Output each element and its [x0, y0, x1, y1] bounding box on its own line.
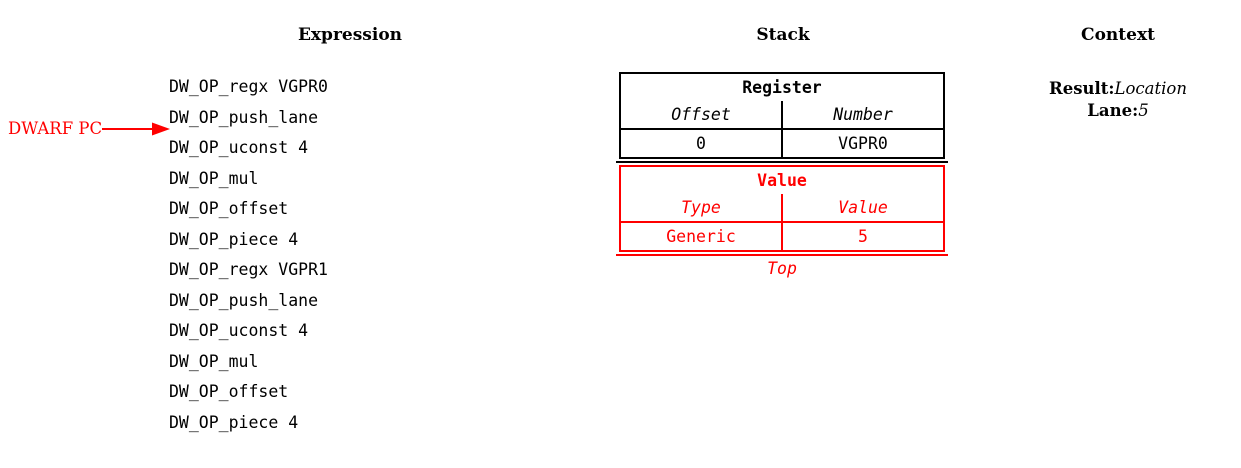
column-heading-stack: Stack	[756, 25, 810, 45]
stack-entry-separator	[616, 161, 948, 163]
stack-entry-column-header: Number	[833, 105, 893, 124]
stack-entry-value: 0	[620, 128, 783, 158]
stack-entry-value-row: Generic 5	[620, 221, 944, 251]
expression-line: DW_OP_offset	[169, 382, 289, 401]
context-row-lane: Lane:5	[918, 100, 1241, 122]
arrow-right-icon	[102, 122, 171, 136]
stack-entry-column-header-row: Offset Number	[620, 101, 944, 129]
stack-entry-value: 5	[782, 221, 944, 251]
expression-line: DW_OP_regx VGPR1	[169, 260, 328, 279]
stack-entry-value-row: 0 VGPR0	[620, 128, 944, 158]
stack-entry-column-header: Offset	[620, 101, 783, 129]
stack-entry-value: Generic	[620, 221, 783, 251]
expression-line: DW_OP_push_lane	[169, 290, 319, 310]
stack-entry-column-header: Type	[620, 194, 783, 222]
stack-entry-column-header-row: Type Value	[620, 194, 944, 222]
context-value: Location	[1114, 79, 1187, 98]
expression-line: DW_OP_offset	[169, 199, 289, 218]
stack-entry-value: VGPR0	[782, 128, 944, 158]
context-key: Result:	[1049, 79, 1115, 98]
column-heading-expression: Expression	[297, 25, 403, 45]
stack-entry-title-row: Register	[620, 73, 944, 101]
dwarf-pc-marker: DWARF PC	[8, 118, 171, 140]
stack-top-separator	[616, 254, 948, 256]
stack-entry-title: Register	[742, 78, 822, 97]
dwarf-pc-label: DWARF PC	[8, 119, 103, 138]
expression-line: DW_OP_mul	[169, 168, 259, 188]
column-heading-context: Context	[1081, 25, 1155, 45]
expression-line: DW_OP_uconst 4	[169, 138, 309, 157]
expression-line: DW_OP_piece 4	[169, 412, 299, 432]
stack-area: Register Offset Number 0 VGPR0 Value Typ…	[616, 72, 948, 281]
expression-line: DW_OP_push_lane	[169, 107, 319, 127]
stack-entry-value-generic: Value Type Value Generic 5	[619, 165, 945, 252]
context-value: 5	[1138, 101, 1149, 120]
stack-entry-title-row: Value	[620, 166, 944, 194]
expression-list: DW_OP_regx VGPR0 DW_OP_push_lane DW_OP_u…	[169, 72, 328, 438]
context-row-result: Result:Location	[918, 78, 1241, 100]
stack-entry-title: Value	[757, 171, 807, 190]
expression-line: DW_OP_regx VGPR0	[169, 77, 328, 96]
stack-entry-column-header: Value	[838, 198, 888, 217]
expression-line: DW_OP_mul	[169, 351, 259, 371]
stack-entry-register: Register Offset Number 0 VGPR0	[619, 72, 945, 159]
expression-line: DW_OP_uconst 4	[169, 321, 309, 340]
context-key: Lane:	[1087, 101, 1139, 120]
expression-line: DW_OP_piece 4	[169, 229, 299, 249]
stack-top-label: Top	[767, 259, 797, 278]
context-block: Result:Location Lane:5	[918, 78, 1241, 122]
